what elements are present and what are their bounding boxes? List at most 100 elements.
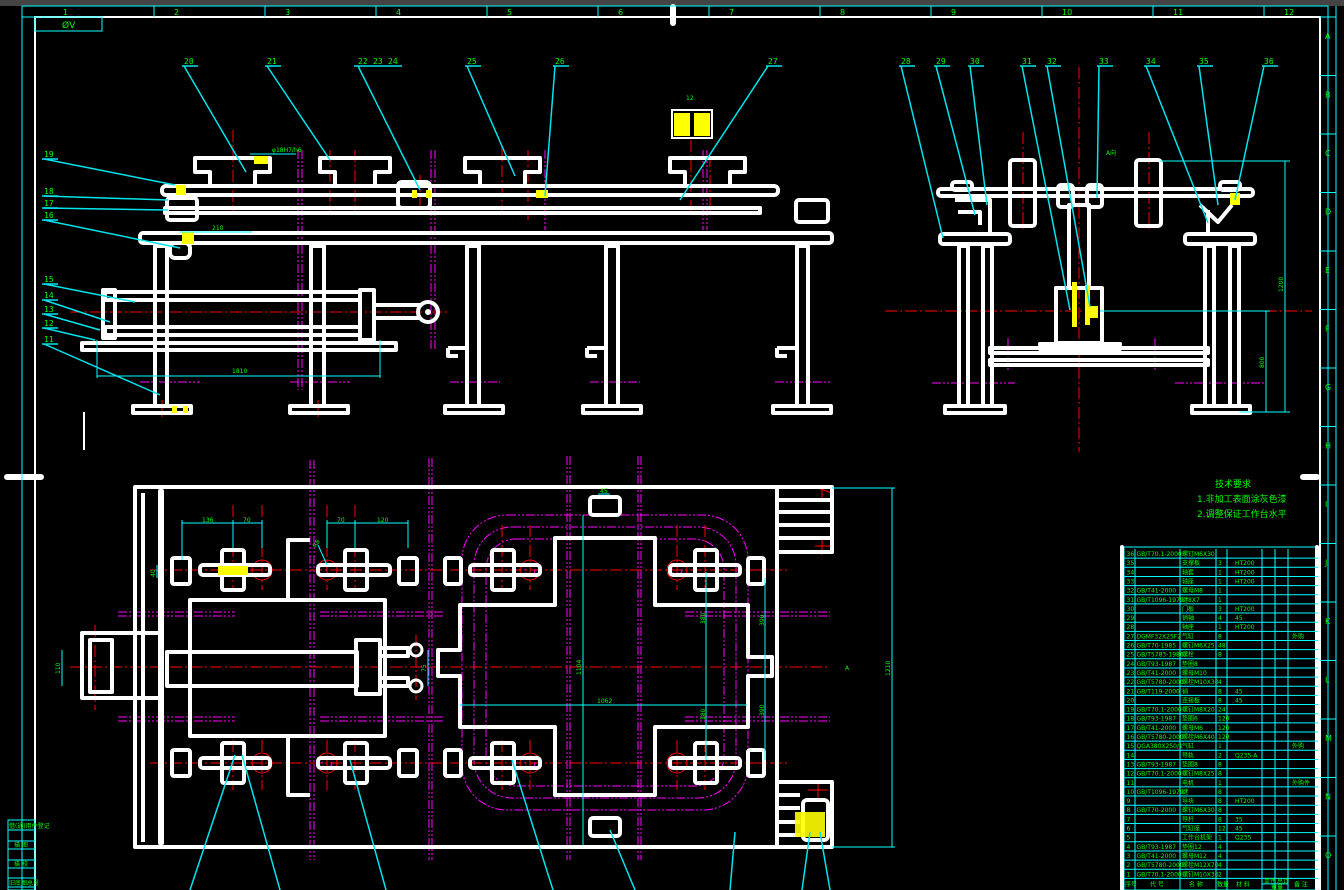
cell-qty: 8 (1218, 789, 1222, 796)
cell-qty: 24 (1218, 707, 1226, 714)
balloon-label: 36 (1264, 57, 1274, 66)
balloon-label: 22 (358, 57, 368, 66)
dim-75: 75 (421, 664, 428, 672)
left-split-handle[interactable] (4, 474, 44, 480)
balloon-label: 17 (44, 199, 54, 208)
cell-qty: 120 (1218, 716, 1230, 723)
cell-no: 31 (1127, 597, 1135, 604)
dim-fit: φ18H7/h6 (272, 147, 302, 154)
cell-code: GB/T5780-2000 (1137, 862, 1184, 869)
cell-code: GB/T5780-2000 (1137, 679, 1184, 686)
cell-name: 螺钉M6X30 (1182, 806, 1215, 814)
zone-letter: C (1325, 149, 1331, 158)
zone-letter: M (1325, 734, 1332, 743)
balloon-label: 13 (44, 305, 54, 314)
cell-name: 螺栓M6X40 (1182, 733, 1215, 741)
cell-name: 螺母M10 (1182, 669, 1207, 677)
dim-210: 210 (212, 225, 224, 232)
cell-name: 支撑板 (1182, 559, 1200, 567)
strip-label: 旧底图总号 (9, 879, 39, 887)
cell-material: HT200 (1235, 798, 1255, 805)
cell-no: 1 (1127, 871, 1131, 878)
cell-code: GB/T41-2000 (1137, 588, 1177, 595)
cell-name: 螺钉M8X20 (1182, 706, 1215, 714)
cell-name: 垫圈6 (1182, 715, 1198, 723)
cell-no: 15 (1127, 743, 1135, 750)
zone-number: 8 (840, 8, 845, 17)
header-unit: 单件 (1264, 877, 1276, 885)
cell-no: 35 (1127, 560, 1135, 567)
cell-code: DGMF32X25F2 (1137, 633, 1182, 640)
balloon-label: 25 (467, 57, 477, 66)
zone-number: 12 (1284, 8, 1294, 17)
cell-no: 7 (1127, 816, 1131, 823)
strip-label: 描 图 (14, 841, 28, 849)
dim-1062: 1062 (597, 698, 612, 705)
cell-no: 34 (1127, 569, 1135, 576)
balloon-label: 34 (1146, 57, 1156, 66)
cell-material: HT200 (1235, 578, 1255, 585)
cell-qty: 1 (1218, 743, 1222, 750)
zone-letter: D (1325, 208, 1331, 217)
dim-390: 390 (759, 614, 766, 626)
balloon-label: 11 (44, 335, 54, 344)
zone-number: 2 (174, 8, 179, 17)
cell-code: GB/T41-2000 (1137, 670, 1177, 677)
cell-no: 17 (1127, 725, 1135, 732)
cell-qty: 8 (1218, 807, 1222, 814)
cell-qty: 8 (1218, 633, 1222, 640)
dim-380: 380 (700, 708, 707, 720)
zone-letter: N (1325, 793, 1331, 802)
balloon-label: 16 (44, 211, 54, 220)
vertical-split-handle[interactable] (670, 4, 676, 26)
window-top-bar (0, 0, 1344, 6)
balloon-label: 32 (1047, 57, 1057, 66)
cell-qty: 120 (1218, 734, 1230, 741)
cell-material: 45 (1235, 697, 1243, 704)
dim-1104: 1104 (576, 660, 583, 675)
cell-qty: 2 (1218, 752, 1222, 759)
cell-code: GB/T93-1987 (1137, 761, 1177, 768)
cell-code: GB/T5780-2000 (1137, 734, 1184, 741)
cell-no: 21 (1127, 688, 1135, 695)
tech-req-title: 技术要求 (1215, 478, 1251, 490)
dim-1200: 1200 (1278, 277, 1285, 292)
dim-120: 120 (377, 517, 389, 524)
balloon-label: 26 (555, 57, 565, 66)
cell-no: 29 (1127, 615, 1135, 622)
cell-name: 气缸座 (1182, 825, 1200, 833)
strip-label: 描 校 (14, 860, 28, 868)
right-split-handle[interactable] (1300, 474, 1320, 480)
cell-no: 24 (1127, 661, 1135, 668)
zone-letter: B (1325, 91, 1331, 100)
balloon-label: 18 (44, 187, 54, 196)
zone-number: 10 (1062, 8, 1072, 17)
balloon-label: 14 (44, 291, 54, 300)
cell-no: 14 (1127, 752, 1135, 759)
zone-number: 1 (63, 8, 68, 17)
cell-no: 11 (1127, 780, 1135, 787)
cell-qty: 3 (1218, 606, 1222, 613)
cell-material: HT200 (1235, 624, 1255, 631)
cell-material: 35 (1235, 816, 1243, 823)
side-view-A: A向 1200 800 (885, 67, 1312, 452)
cell-no: 16 (1127, 734, 1135, 741)
cell-qty: 1 (1218, 569, 1222, 576)
cell-name: 导杆 (1182, 815, 1194, 823)
cell-name: 轴套 (1182, 568, 1194, 576)
cell-name: 导块 (1182, 797, 1194, 805)
cell-name: 工作台机架 (1182, 834, 1212, 842)
cell-code: GB/T93-1987 (1137, 716, 1177, 723)
cell-no: 20 (1127, 697, 1135, 704)
cell-material: 45 (1235, 615, 1243, 622)
